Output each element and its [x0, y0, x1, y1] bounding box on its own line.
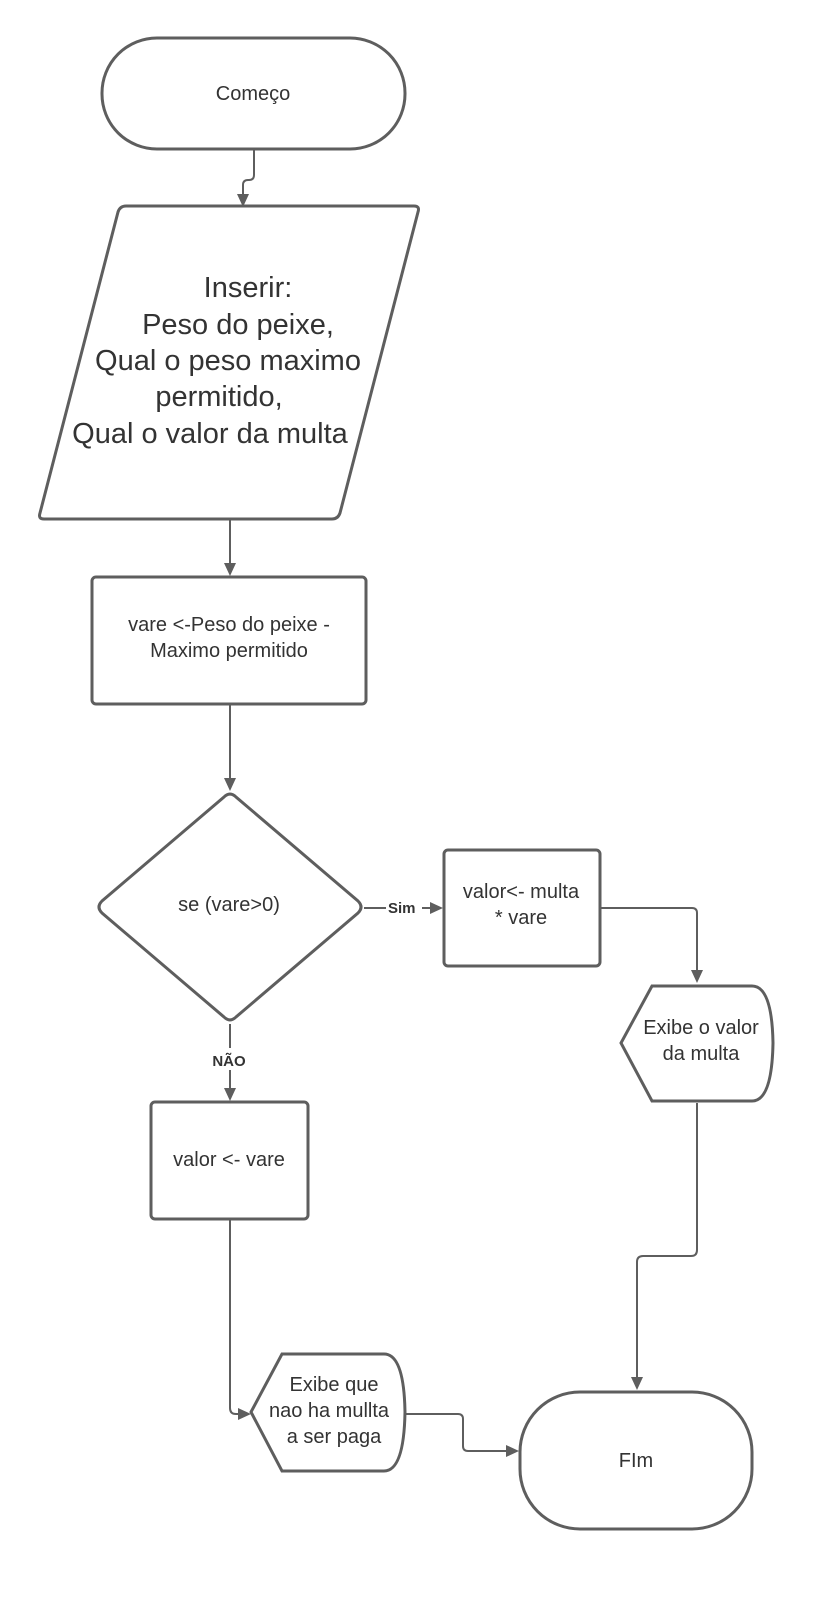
arrowhead-end-left — [506, 1445, 519, 1457]
calc-fine-shape — [442, 848, 602, 968]
show-no-fine-node: Exibe que nao ha mullta a ser paga — [249, 1352, 407, 1473]
end-terminal: FIm — [518, 1390, 754, 1531]
input-line-3: Qual o peso maximo — [95, 345, 361, 377]
input-shape — [38, 204, 420, 521]
connector-set-value-to-show-no-fine — [229, 1220, 240, 1415]
connector-calc-fine-to-show-fine — [600, 907, 698, 972]
calc-fine-line-2: * vare — [495, 907, 547, 929]
arrowhead-set-value — [224, 1088, 236, 1101]
no-label-bg — [207, 1048, 251, 1070]
arrowhead-calc — [224, 563, 236, 576]
set-value-shape — [149, 1100, 310, 1221]
calc-fine-line-1: valor<- multa — [463, 881, 580, 903]
input-line-5: Qual o valor da multa — [72, 418, 349, 450]
connector-show-no-fine-to-end — [405, 1413, 508, 1452]
input-line-4: permitido, — [155, 381, 282, 413]
arrowhead-show-no-fine — [238, 1408, 251, 1420]
show-fine-node: Exibe o valor da multa — [619, 984, 775, 1103]
set-value-node: valor <- vare — [149, 1100, 310, 1221]
calc-vare-line-1: vare <-Peso do peixe - — [128, 614, 330, 636]
decision-label: se (vare>0) — [178, 894, 280, 916]
yes-label-bg — [386, 897, 422, 917]
calc-fine-node: valor<- multa * vare — [442, 848, 602, 968]
set-value-label: valor <- vare — [173, 1149, 285, 1171]
start-terminal: Começo — [100, 36, 407, 151]
decision-shape — [97, 792, 363, 1022]
arrowhead-show-fine — [691, 970, 703, 983]
calc-vare-node: vare <-Peso do peixe - Maximo permitido — [90, 575, 368, 706]
arrowhead-end-top — [631, 1377, 643, 1390]
show-no-fine-line-2: nao ha mullta — [269, 1400, 390, 1422]
calc-vare-line-2: Maximo permitido — [150, 640, 308, 662]
arrowhead-calc-fine — [430, 902, 443, 914]
show-fine-line-1: Exibe o valor — [643, 1017, 759, 1039]
show-no-fine-shape — [249, 1352, 407, 1473]
show-no-fine-line-1: Exibe que — [290, 1374, 379, 1396]
connector-show-fine-to-end — [636, 1103, 698, 1379]
input-node: Inserir: Peso do peixe, Qual o peso maxi… — [38, 204, 420, 521]
connectors — [224, 150, 703, 1457]
input-line-1: Inserir: — [204, 272, 293, 304]
end-shape — [518, 1390, 754, 1531]
show-fine-shape — [619, 984, 775, 1103]
start-shape — [100, 36, 407, 151]
calc-vare-shape — [90, 575, 368, 706]
show-no-fine-line-3: a ser paga — [287, 1426, 382, 1448]
decision-node: se (vare>0) — [97, 792, 363, 1022]
arrowhead-decision — [224, 778, 236, 791]
arrowhead-input — [237, 194, 249, 207]
connector-start-to-input — [242, 150, 255, 196]
show-fine-line-2: da multa — [663, 1043, 741, 1065]
end-label: FIm — [619, 1450, 653, 1472]
no-edge-label: NÃO — [212, 1052, 246, 1070]
yes-edge-label: Sim — [388, 900, 416, 917]
input-line-2: Peso do peixe, — [142, 309, 334, 341]
start-label: Começo — [216, 83, 290, 105]
